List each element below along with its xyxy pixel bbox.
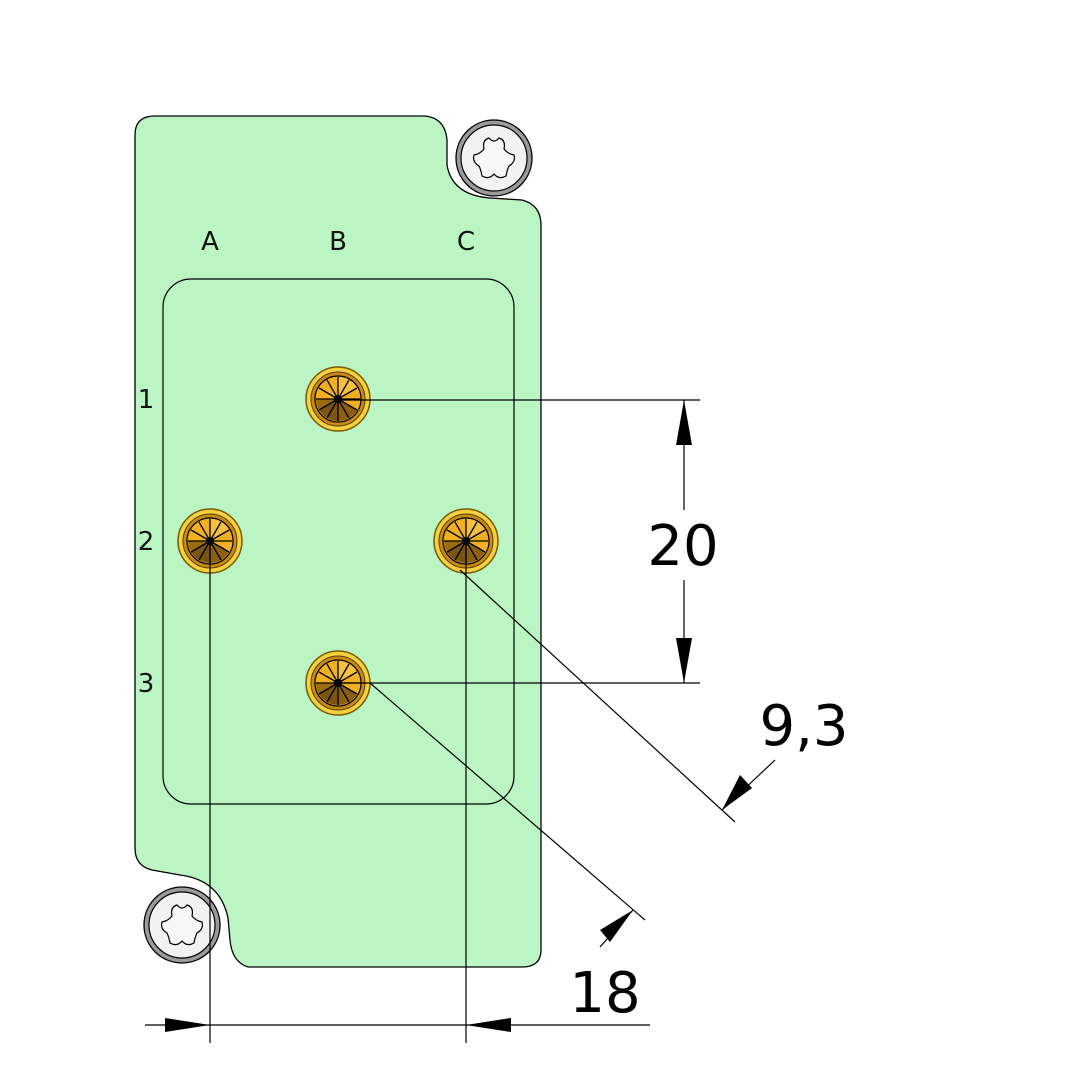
screw-icon-bottom-left (143, 886, 221, 964)
column-label-a: A (201, 227, 219, 257)
row-label-2: 2 (138, 527, 155, 557)
connector-plate (134, 115, 542, 968)
insert-outline (162, 278, 515, 805)
dimension-horizontal-pitch: 18 (569, 961, 640, 1026)
dimension-arrows (165, 400, 752, 1032)
dimension-vertical-pitch: 20 (647, 514, 718, 579)
column-label-b: B (329, 227, 347, 257)
row-label-3: 3 (138, 669, 155, 699)
dimension-diagonal-pitch: 9,3 (759, 694, 848, 759)
pin-b1 (305, 366, 371, 432)
screw-icon-top-right (455, 119, 533, 197)
column-label-c: C (457, 227, 475, 257)
row-label-1: 1 (138, 385, 155, 415)
